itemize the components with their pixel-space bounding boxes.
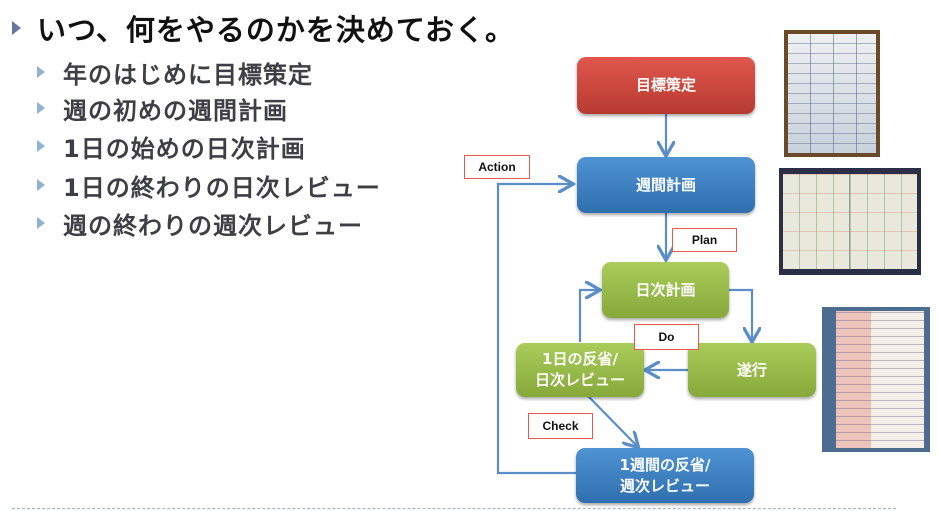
- bullet-item: 年のはじめに目標策定: [37, 55, 313, 89]
- bullet-arrow-icon: [37, 217, 45, 229]
- slide-title-text: いつ、何をやるのかを決めておく。: [37, 13, 515, 47]
- node-label: 目標策定: [635, 76, 696, 94]
- node-label: 日次計画: [635, 280, 696, 299]
- daily-notebook-spread-photo: [779, 168, 921, 275]
- node-execute: 遂行: [688, 343, 816, 397]
- node-label-line2: 日次レビュー: [534, 371, 625, 389]
- node-weekly-plan: 週間計画: [577, 157, 755, 213]
- label-check-text: Check: [542, 419, 579, 433]
- bullet-item: 週の初めの週間計画: [37, 91, 288, 125]
- daily-notes-page-photo: [822, 307, 930, 452]
- arrow-daily-review-to-daily-plan: [578, 290, 598, 342]
- bullet-text: 1日の始めの日次計画: [63, 134, 306, 163]
- bullet-arrow-icon: [37, 102, 45, 114]
- bullet-text: 1日の終わりの日次レビュー: [63, 173, 381, 202]
- label-do: Do: [634, 324, 699, 350]
- node-label-line1: 1日の反省/: [542, 350, 618, 368]
- slide-title: いつ、何をやるのかを決めておく。: [12, 8, 515, 48]
- node-label: 遂行: [736, 360, 767, 379]
- bullet-arrow-icon: [37, 179, 45, 191]
- node-label-line2: 週次レビュー: [619, 476, 710, 495]
- bullet-text: 年のはじめに目標策定: [63, 60, 313, 89]
- bullet-arrow-icon: [37, 140, 45, 152]
- bullet-text: 週の終わりの週次レビュー: [63, 211, 363, 240]
- node-daily-plan: 日次計画: [602, 262, 729, 318]
- bullet-item: 1日の終わりの日次レビュー: [37, 168, 381, 202]
- bullet-item: 週の終わりの週次レビュー: [37, 206, 363, 240]
- bullet-item: 1日の始めの日次計画: [37, 129, 306, 163]
- arrow-daily-plan-to-execute: [729, 288, 752, 340]
- node-label-line1: 1週間の反省/: [619, 455, 711, 474]
- label-action: Action: [464, 155, 530, 179]
- bullet-arrow-icon: [37, 66, 45, 78]
- label-do-text: Do: [658, 330, 675, 344]
- label-check: Check: [528, 413, 593, 439]
- label-action-text: Action: [478, 160, 516, 174]
- node-label: 週間計画: [635, 175, 696, 194]
- label-plan-text: Plan: [691, 233, 718, 247]
- arrow-weekly-review-to-weekly-plan: [496, 184, 576, 475]
- label-plan: Plan: [672, 228, 737, 252]
- arrow-daily-review-to-weekly-review: [587, 395, 637, 446]
- bullet-arrow-icon: [12, 21, 21, 35]
- weekly-planner-photo: [784, 30, 880, 157]
- node-goal-setting: 目標策定: [577, 57, 755, 114]
- node-daily-review: 1日の反省/ 日次レビュー: [516, 343, 644, 397]
- bullet-text: 週の初めの週間計画: [63, 96, 288, 125]
- footer-divider: [12, 508, 896, 509]
- node-weekly-review: 1週間の反省/ 週次レビュー: [576, 448, 754, 503]
